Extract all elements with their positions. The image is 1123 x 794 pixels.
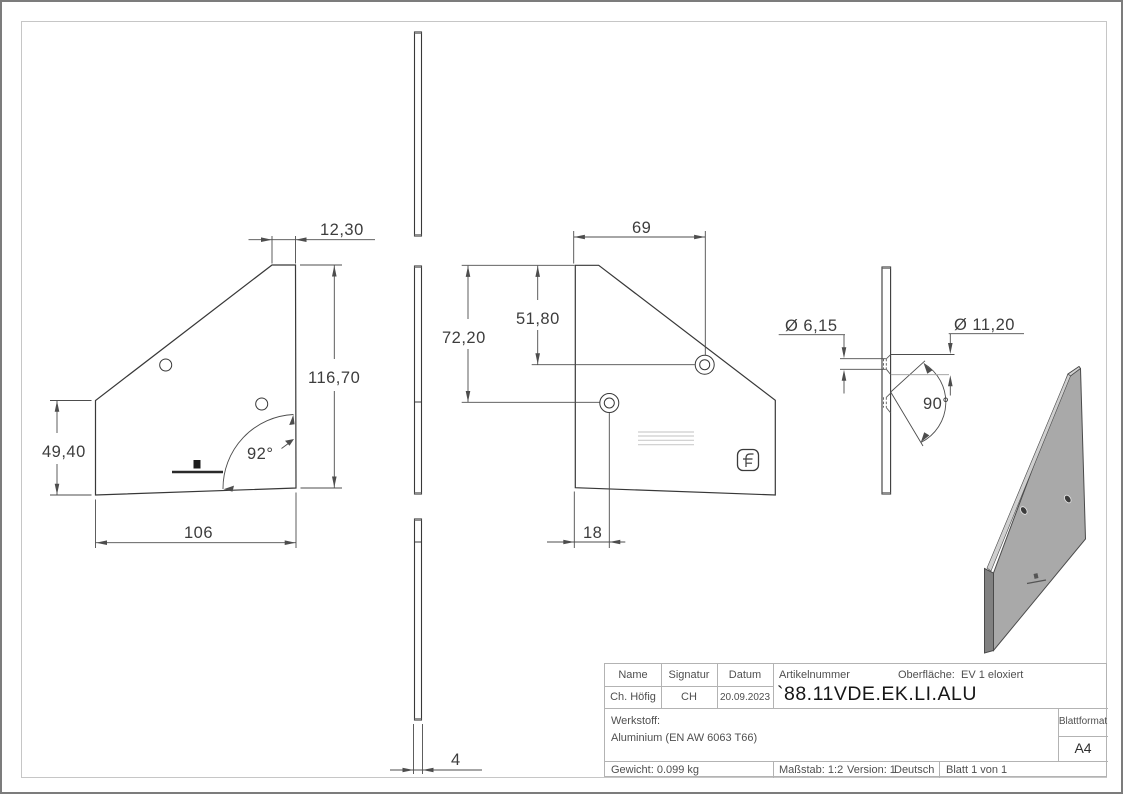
tb-gewicht: Gewicht: 0.099 kg: [611, 764, 700, 776]
hole-left-2: [255, 397, 269, 411]
iso-view-3d: [984, 365, 1087, 654]
dim-top-offset-label: 12,30: [320, 221, 364, 239]
tb-name-value: Ch. Höfig: [610, 691, 656, 703]
dim-countersink-angle-label: 90°: [923, 395, 949, 413]
tb-line: [605, 708, 1108, 709]
dim-hole-offset-label: 18: [583, 524, 602, 542]
part-outline-left: [94, 264, 297, 496]
tb-blattformat-value: A4: [1074, 740, 1092, 756]
dia-dim-lines: [778, 333, 1024, 447]
edge-strip-bottom: [413, 518, 423, 721]
dim-hole-upper-label: 51,80: [516, 310, 560, 328]
title-block: Name Signatur Datum Ch. Höfig CH 20.09.2…: [604, 663, 1108, 778]
iso-side-face: [984, 567, 994, 654]
tb-line: [1058, 708, 1059, 761]
edge-strip-middle: [413, 265, 423, 495]
tb-oberflaeche: Oberfläche: EV 1 eloxiert: [898, 669, 1024, 681]
tb-datum-value: 20.09.2023: [719, 692, 771, 703]
iso-hole-2: [1064, 494, 1072, 504]
side-strip: [881, 266, 892, 495]
edge-strip-caps: [414, 32, 422, 720]
dim-left-height-label: 49,40: [42, 443, 86, 461]
sheet-inner-frame: [21, 21, 1107, 778]
hole-right-1-outer: [694, 354, 715, 375]
tb-werkstoff-value: Aluminium (EN AW 6063 T66): [611, 732, 758, 744]
hidden-hole-profile-dashed: [883, 358, 887, 408]
tb-massstab: Maßstab: 1:2: [779, 764, 844, 776]
dia-dim-arrows: [841, 343, 953, 443]
tb-version: Version: 1: [847, 764, 896, 776]
dimension-lines-right: [461, 231, 706, 548]
iso-front-face: [993, 365, 1087, 652]
side-view-detail: Ø 6,15 Ø 11,20 90°: [778, 266, 1024, 495]
tb-line: [605, 686, 773, 687]
hole-right-2-inner: [603, 397, 615, 409]
edge-strip-divisions: [414, 401, 422, 543]
tb-datum-header: Datum: [728, 669, 762, 681]
tb-blatt: Blatt 1 von 1: [946, 764, 1008, 776]
tb-line: [605, 761, 1108, 762]
dim-dia-small-label: Ø 6,15: [785, 317, 838, 335]
iso-hole-1: [1020, 506, 1028, 515]
edge-strip-top: [413, 31, 423, 237]
hole-right-1-inner: [699, 359, 711, 371]
iso-brand-mark: [1026, 573, 1047, 585]
projection-edge-strips: 4: [390, 31, 482, 774]
dim-top-width-label: 69: [632, 219, 651, 237]
tb-name-header: Name: [618, 669, 648, 681]
brand-logo-icon: [736, 448, 760, 472]
tb-line: [1058, 736, 1108, 737]
dim-hole-left-label: 72,20: [442, 329, 486, 347]
dim-dia-large-label: Ø 11,20: [954, 316, 1015, 334]
hole-right-2-outer: [599, 393, 620, 413]
tb-signatur-header: Signatur: [668, 669, 710, 681]
dim-right-height-label: 116,70: [308, 369, 360, 387]
tb-sprache: Deutsch: [894, 764, 935, 776]
tb-werkstoff-label: Werkstoff:: [611, 715, 661, 727]
tb-artikelnummer-value: `88.11VDE.EK.LI.ALU: [777, 683, 977, 705]
tb-line: [773, 761, 774, 778]
tb-artikelnummer-label: Artikelnummer: [779, 669, 850, 681]
hidden-hole-profile-solid: [885, 354, 891, 414]
thickness-dim-lines: [390, 724, 482, 774]
dim-bottom-width-label: 106: [184, 524, 213, 542]
dim-thickness-label: 4: [451, 751, 461, 769]
tb-signatur-value: CH: [681, 691, 697, 703]
hole-left-1: [159, 358, 173, 372]
part-outline-right: [574, 264, 776, 496]
tb-line: [939, 761, 940, 778]
tb-line: [773, 664, 774, 708]
front-view-right: 69 72,20 51,80 18: [442, 219, 776, 548]
thickness-dim-arrows: [402, 767, 434, 773]
surface-finish-lines: [638, 431, 694, 446]
tiny-brand-mark: [193, 460, 201, 469]
dim-corner-angle-label: 92°: [247, 445, 273, 463]
tb-blattformat-label: Blattformat: [1058, 716, 1108, 727]
iso-edge-highlight: [986, 373, 1071, 572]
dimension-lines-left: [50, 236, 375, 548]
side-strip-caps: [882, 267, 891, 494]
front-view-left: 12,30 116,70 49,40 106 92°: [42, 221, 375, 548]
